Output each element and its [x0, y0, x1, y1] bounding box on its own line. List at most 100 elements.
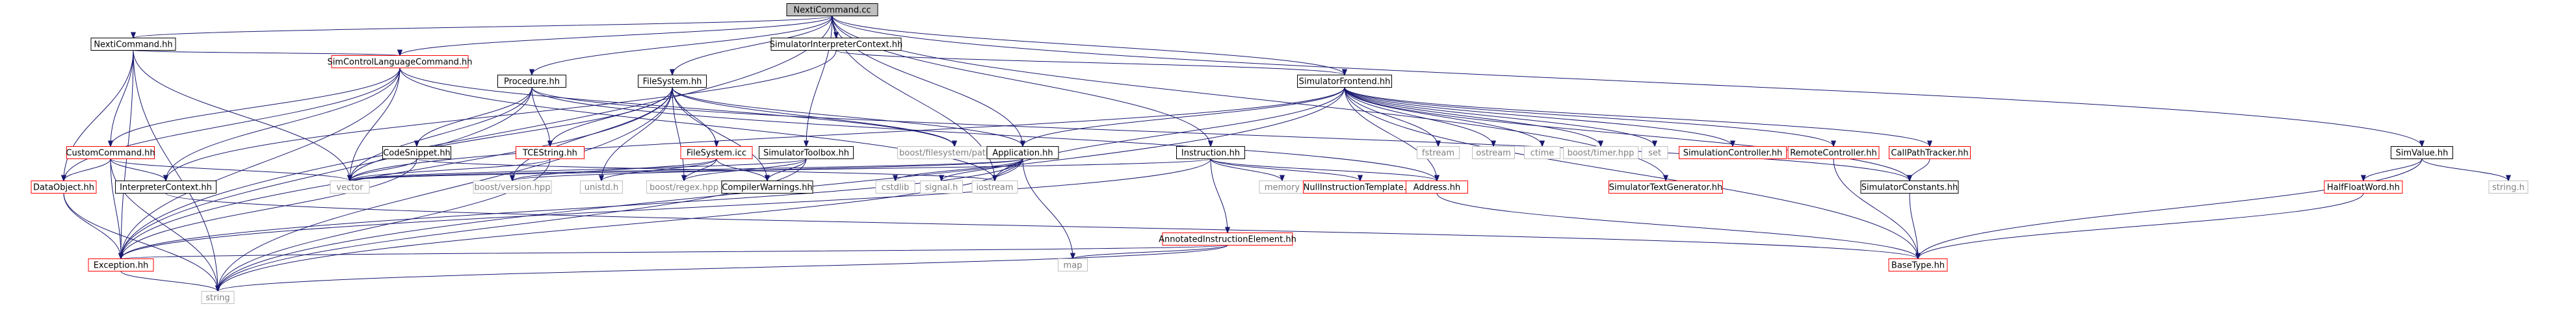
node-procedure[interactable]: Procedure.hh — [497, 75, 566, 88]
node-label-simconstants: SimulatorConstants.hh — [1861, 183, 1958, 193]
edge-simvalue-to-halffloat — [2363, 158, 2423, 181]
node-label-cstdlib: cstdlib — [882, 183, 910, 193]
node-tcestring[interactable]: TCEString.hh — [516, 146, 585, 159]
node-boost_fs_path: boost/filesystem/path.hpp — [897, 146, 1012, 159]
node-compilerwarnings[interactable]: CompilerWarnings.hh — [721, 181, 813, 194]
node-application[interactable]: Application.hh — [986, 146, 1059, 159]
node-label-simcontroller: SimulationController.hh — [1683, 149, 1783, 158]
edge-application-to-string — [218, 158, 1023, 292]
edge-root-to-filesystem — [672, 16, 833, 75]
node-simtextgen[interactable]: SimulatorTextGenerator.hh — [1609, 181, 1723, 194]
node-memory: memory — [1259, 181, 1306, 194]
node-halffloat[interactable]: HalfFloatWord.hh — [2324, 181, 2403, 194]
edge-simctrl-to-exception — [121, 68, 401, 259]
include-nodes: NextiCommand.ccNextiCommand.hhSimControl… — [31, 3, 2529, 304]
node-box-annotated — [1162, 233, 1293, 246]
node-label-filesystem: FileSystem.hh — [643, 77, 702, 87]
node-dataobject[interactable]: DataObject.hh — [31, 181, 97, 194]
edge-annotated-to-string — [218, 245, 1228, 292]
edge-simctrl-to-iostream — [399, 68, 995, 181]
node-label-filesystem_icc: FileSystem.icc — [687, 149, 746, 158]
edge-instruction-to-address — [1210, 158, 1437, 181]
node-label-simtextgen: SimulatorTextGenerator.hh — [1609, 183, 1722, 193]
node-label-string_h: string.h — [2492, 183, 2525, 193]
node-root[interactable]: NextiCommand.cc — [786, 3, 878, 16]
edge-filesystem-to-compilerwarnings — [672, 87, 767, 181]
node-ctime: ctime — [1524, 146, 1560, 159]
node-box-string — [201, 291, 235, 304]
node-filesystem_icc[interactable]: FileSystem.icc — [680, 146, 753, 159]
edge-root-to-simctrl — [400, 16, 833, 56]
edge-root-to-simvalue — [832, 16, 2422, 147]
node-box-interpctx — [115, 181, 217, 194]
node-simcontroller[interactable]: SimulationController.hh — [1679, 146, 1787, 159]
node-label-compilerwarnings: CompilerWarnings.hh — [722, 183, 812, 193]
node-label-map: map — [1064, 261, 1083, 271]
node-label-instruction: Instruction.hh — [1181, 149, 1240, 158]
node-nullinstr[interactable]: NullInstructionTemplate.hh — [1303, 181, 1417, 194]
node-box-set — [1641, 146, 1668, 159]
node-box-fstream — [1417, 146, 1460, 159]
node-callpathtracker[interactable]: CallPathTracker.hh — [1889, 146, 1971, 159]
include-edges — [64, 16, 2508, 292]
node-simctrl[interactable]: SimControlLanguageCommand.hh — [327, 55, 473, 68]
edge-filesystem-to-application — [672, 87, 1023, 147]
node-label-procedure: Procedure.hh — [504, 77, 560, 87]
node-label-simintctx: SimulatorInterpreterContext.hh — [770, 40, 903, 50]
node-instruction[interactable]: Instruction.hh — [1176, 146, 1245, 159]
node-box-simctrl — [331, 55, 469, 68]
node-map: map — [1058, 258, 1088, 271]
node-box-map — [1058, 258, 1088, 271]
node-box-string_h — [2488, 181, 2529, 194]
node-box-remotecontroller — [1787, 146, 1880, 159]
node-simintctx[interactable]: SimulatorInterpreterContext.hh — [770, 38, 903, 51]
edge-simfrontend-to-callpathtracker — [1344, 87, 1930, 147]
node-annotated[interactable]: AnnotatedInstructionElement.hh — [1159, 233, 1296, 246]
edge-simfrontend-to-boost_timer — [1344, 87, 1601, 147]
node-label-address: Address.hh — [1413, 183, 1460, 193]
node-exception[interactable]: Exception.hh — [88, 258, 154, 271]
node-codesnippet[interactable]: CodeSnippet.hh — [382, 146, 451, 159]
node-box-ostream — [1472, 146, 1515, 159]
edge-customcmd-to-dataobject — [64, 158, 111, 181]
node-label-nullinstr: NullInstructionTemplate.hh — [1304, 183, 1417, 193]
node-box-callpathtracker — [1889, 146, 1971, 159]
node-box-filesystem_icc — [680, 146, 753, 159]
node-customcmd[interactable]: CustomCommand.hh — [66, 146, 155, 159]
node-label-application: Application.hh — [992, 149, 1053, 158]
node-label-nexticmd_hh: NextiCommand.hh — [94, 40, 172, 50]
node-cstdlib: cstdlib — [875, 181, 915, 194]
edge-customcmd-to-exception — [110, 158, 121, 259]
edge-simfrontend-to-iostream — [995, 87, 1345, 181]
edge-simctrl-to-dataobject — [64, 68, 401, 181]
edge-root-to-exception — [121, 16, 833, 259]
node-nexticmd_hh[interactable]: NextiCommand.hh — [90, 38, 176, 51]
node-box-simtoolbox — [759, 146, 854, 159]
node-simvalue[interactable]: SimValue.hh — [2391, 146, 2453, 159]
node-vector: vector — [330, 181, 370, 194]
node-box-basetype — [1888, 258, 1948, 271]
node-set: set — [1641, 146, 1668, 159]
node-label-string: string — [205, 294, 230, 303]
node-filesystem[interactable]: FileSystem.hh — [638, 75, 707, 88]
node-box-boost_version — [473, 181, 552, 194]
node-box-nexticmd_hh — [90, 38, 176, 51]
edge-annotated-to-map — [1073, 245, 1228, 259]
node-box-simtextgen — [1609, 181, 1723, 194]
node-simconstants[interactable]: SimulatorConstants.hh — [1860, 181, 1959, 194]
node-address[interactable]: Address.hh — [1406, 181, 1468, 194]
node-interpctx[interactable]: InterpreterContext.hh — [115, 181, 217, 194]
node-box-compilerwarnings — [721, 181, 813, 194]
node-basetype[interactable]: BaseType.hh — [1888, 258, 1948, 271]
edge-tcestring-to-vector — [350, 158, 551, 181]
node-label-simfrontend: SimulatorFrontend.hh — [1299, 77, 1391, 87]
edge-procedure-to-codesnippet — [417, 87, 532, 147]
edge-procedure-to-exception — [121, 87, 532, 259]
node-label-iostream: iostream — [976, 183, 1013, 193]
node-simfrontend[interactable]: SimulatorFrontend.hh — [1297, 75, 1392, 88]
edge-nexticmd_hh-to-dataobject — [64, 50, 134, 181]
edge-application-to-map — [1022, 158, 1073, 259]
node-remotecontroller[interactable]: RemoteController.hh — [1787, 146, 1880, 159]
node-box-filesystem — [638, 75, 707, 88]
node-simtoolbox[interactable]: SimulatorToolbox.hh — [759, 146, 854, 159]
